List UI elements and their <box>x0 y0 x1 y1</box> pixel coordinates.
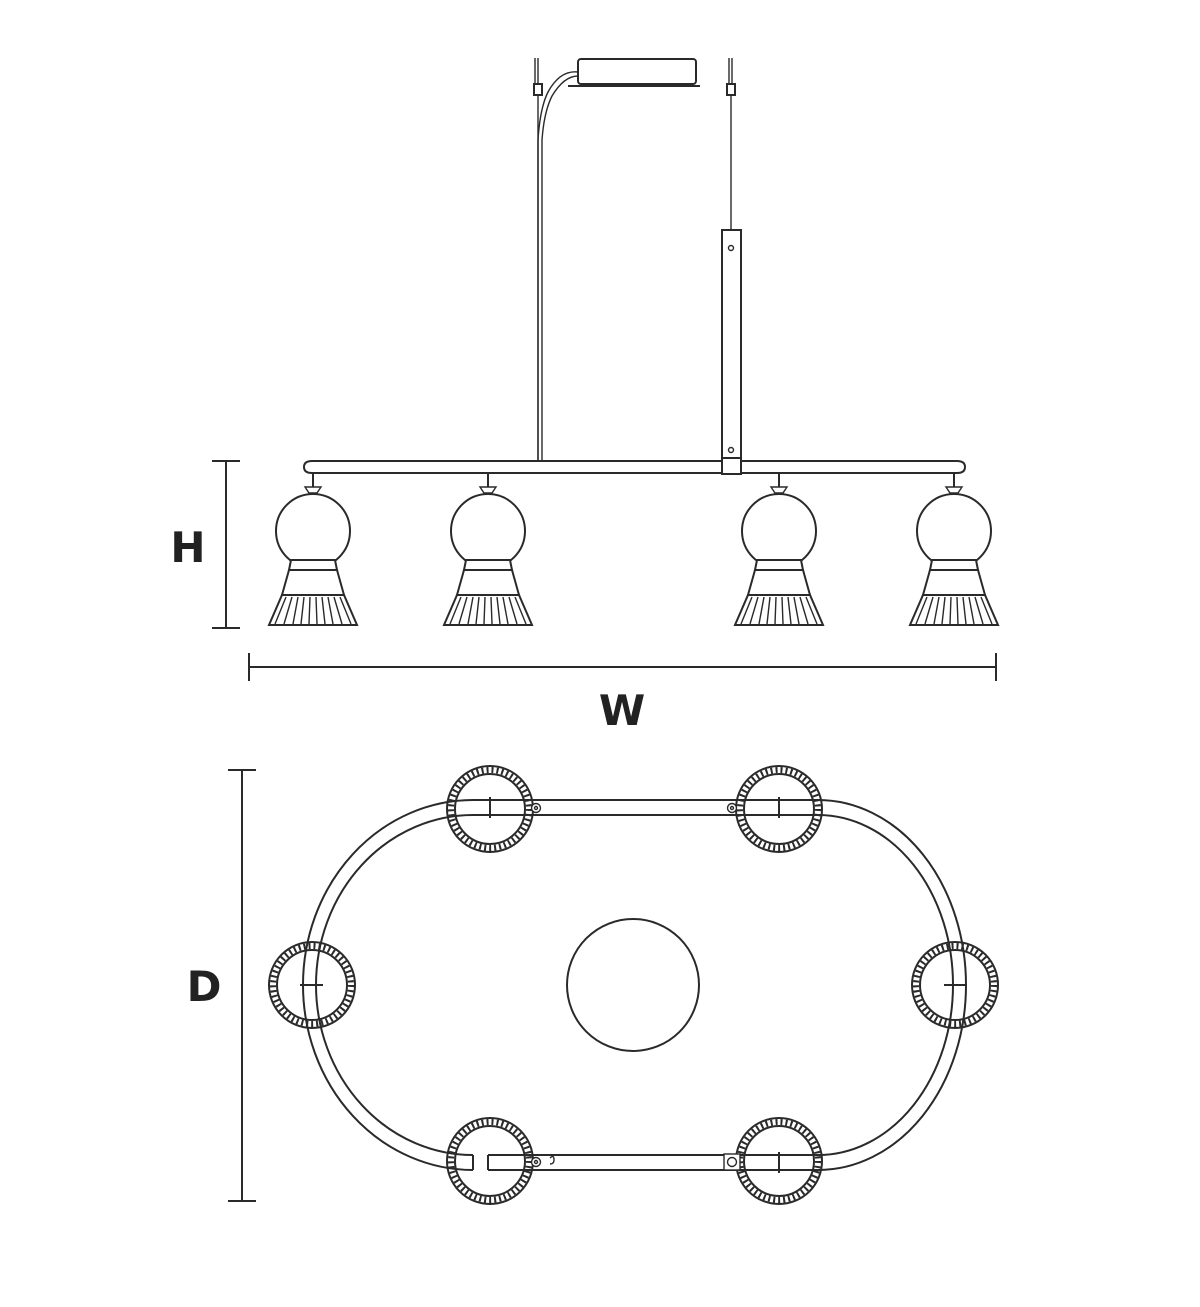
pendant-shade <box>443 472 533 626</box>
rail-connectors <box>300 797 967 1173</box>
pendant-shade <box>268 472 358 626</box>
ring-shade <box>447 1118 533 1204</box>
pendant-shade <box>734 472 824 626</box>
depth-label: D <box>187 962 222 1011</box>
horizontal-rail <box>302 457 967 475</box>
front-elevation-view: H W <box>170 58 999 735</box>
top-plan-view: D <box>187 766 998 1204</box>
width-label: W <box>599 686 645 735</box>
suspension-cables <box>533 58 736 462</box>
support-bar <box>721 229 742 475</box>
pendant-shade <box>909 472 999 626</box>
ceiling-canopy-disc <box>566 918 700 1052</box>
depth-dimension-line <box>228 769 256 1202</box>
height-dimension-line <box>212 460 240 629</box>
oval-rail <box>302 799 967 1171</box>
height-label: H <box>170 523 205 572</box>
ceiling-canopy <box>568 58 700 87</box>
front-shades <box>268 472 999 626</box>
width-dimension-line <box>248 653 997 681</box>
